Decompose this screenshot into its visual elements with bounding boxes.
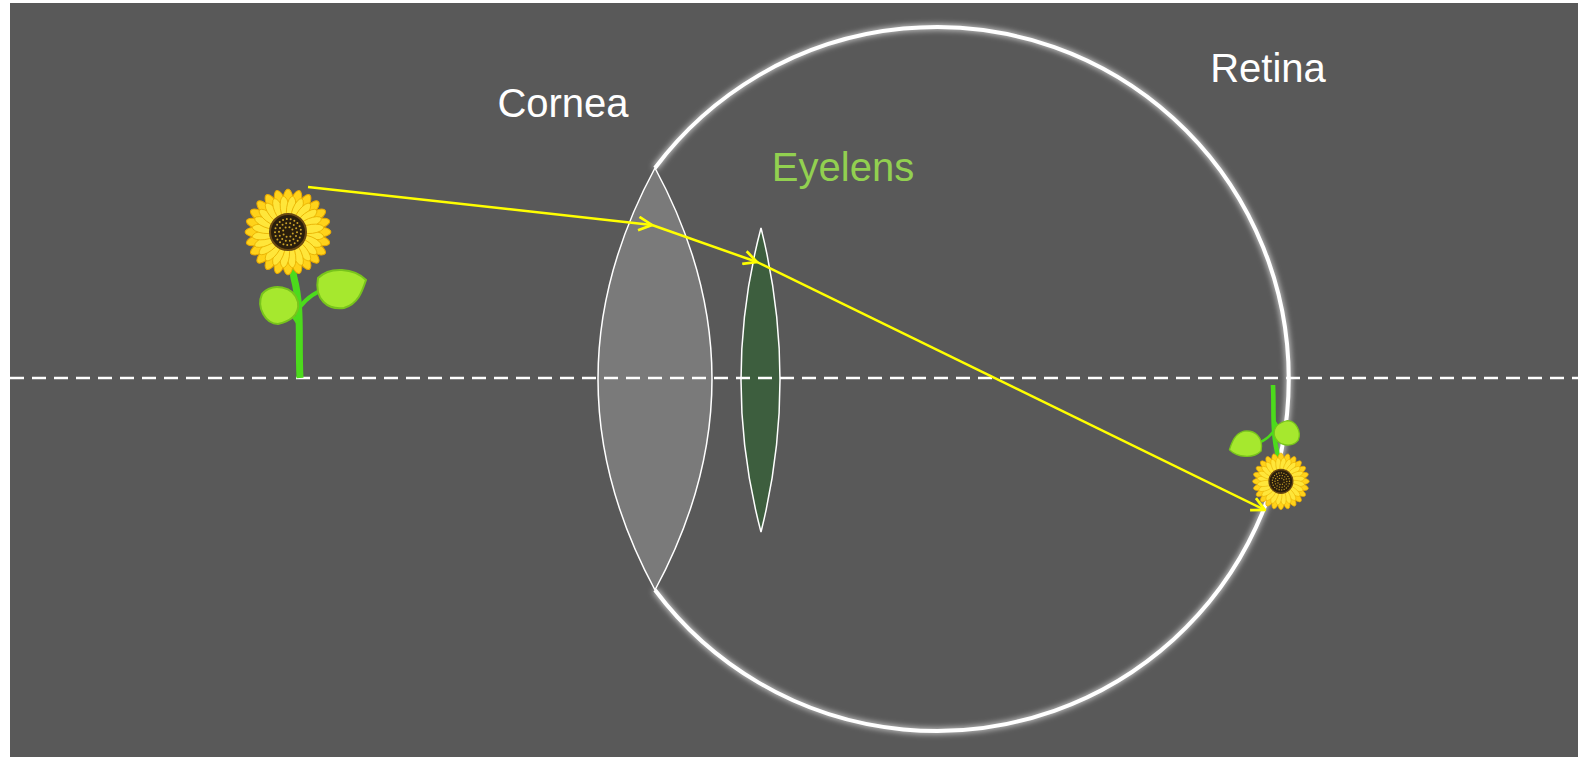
light-ray: [308, 187, 1265, 510]
eyelens-label: Eyelens: [772, 145, 914, 189]
ray-segment: [308, 187, 652, 225]
eyelens-shape: [741, 228, 780, 532]
ray-segment: [652, 225, 757, 262]
ray-segment: [757, 262, 1265, 510]
cornea-label: Cornea: [497, 81, 628, 125]
object-flower: [245, 189, 366, 378]
optical-axis: [10, 377, 1578, 380]
eyeball-outline: [655, 27, 1289, 731]
retina-label: Retina: [1210, 46, 1326, 90]
image-flower: [1229, 385, 1309, 510]
